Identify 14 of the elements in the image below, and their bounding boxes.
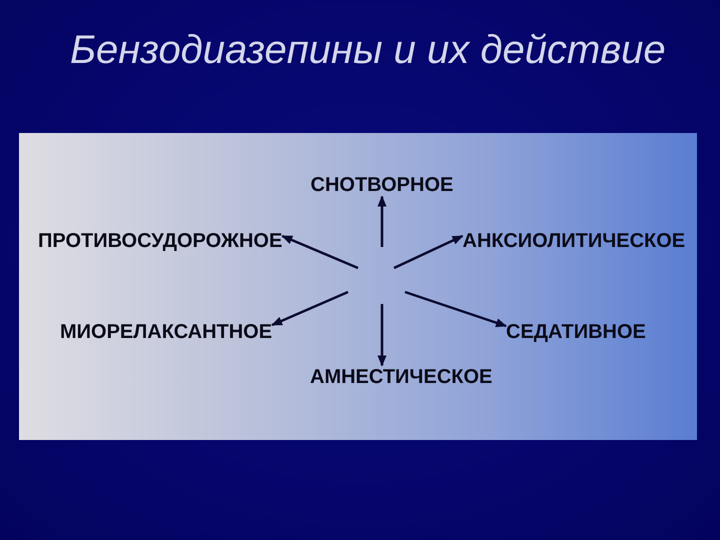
arrow [393, 234, 464, 270]
title: Бензодиазепины и их действие [70, 27, 666, 73]
arrow [281, 234, 358, 270]
arrow [378, 196, 386, 247]
effect-label: СЕДАТИВНОЕ [506, 320, 646, 344]
effect-label: СНОТВОРНОЕ [310, 174, 454, 196]
gradient-panel [19, 133, 697, 440]
effect-label: АНКСИОЛИТИЧЕСКОЕ [462, 230, 686, 252]
arrow [404, 290, 507, 328]
effect-label: АМНЕСТИЧЕСКОЕ [310, 366, 492, 388]
effect-label: ПРОТИВОСУДОРОЖНОЕ [38, 230, 282, 252]
arrow [378, 304, 386, 366]
effect-label: МИОРЕЛАКСАНТНОЕ [60, 320, 272, 344]
arrow [271, 290, 348, 326]
